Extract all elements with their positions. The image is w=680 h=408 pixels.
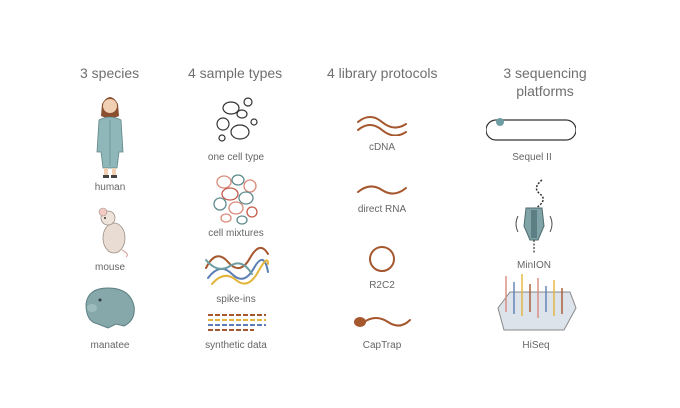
r2c2-label: R2C2 — [369, 280, 395, 291]
protocols-heading: 4 library protocols — [327, 65, 438, 81]
manatee-label: manatee — [90, 340, 130, 351]
platforms-heading-line1: 3 sequencing — [503, 65, 587, 81]
mouse-label: mouse — [94, 262, 126, 273]
mouse-icon — [98, 207, 128, 258]
nanopore-icon — [515, 179, 553, 254]
spike-ins-label: spike-ins — [216, 294, 256, 305]
platforms-heading-line2: platforms — [516, 83, 574, 99]
one-cell-type-label: one cell type — [207, 152, 265, 163]
minion-label: MinION — [517, 260, 551, 271]
cdna-label: cDNA — [368, 142, 396, 153]
circle-rna-icon — [369, 246, 395, 272]
human-label: human — [94, 182, 126, 193]
cell-mixtures-label: cell mixtures — [208, 228, 264, 239]
cdna-icon — [357, 116, 407, 136]
spike-ins-icon — [205, 247, 269, 285]
sample-types-heading: 4 sample types — [188, 65, 283, 81]
captrap-label: CapTrap — [362, 340, 402, 351]
human-icon — [96, 97, 124, 178]
direct-rna-label: direct RNA — [357, 204, 407, 215]
hiseq-label: HiSeq — [522, 340, 550, 351]
manatee-icon — [85, 287, 135, 329]
sequel-icon — [486, 118, 576, 141]
cell-mixture-icon — [213, 174, 258, 225]
capped-rna-icon — [354, 317, 411, 327]
platforms-heading: 3 sequencing platforms — [490, 64, 600, 100]
cells-icon — [216, 97, 258, 142]
species-heading: 3 species — [80, 65, 140, 81]
sequel-label: Sequel II — [512, 152, 552, 163]
rna-strand-icon — [357, 185, 407, 195]
flowcell-icon — [497, 274, 577, 331]
synthetic-data-icon — [208, 314, 266, 331]
synthetic-data-label: synthetic data — [205, 340, 267, 351]
